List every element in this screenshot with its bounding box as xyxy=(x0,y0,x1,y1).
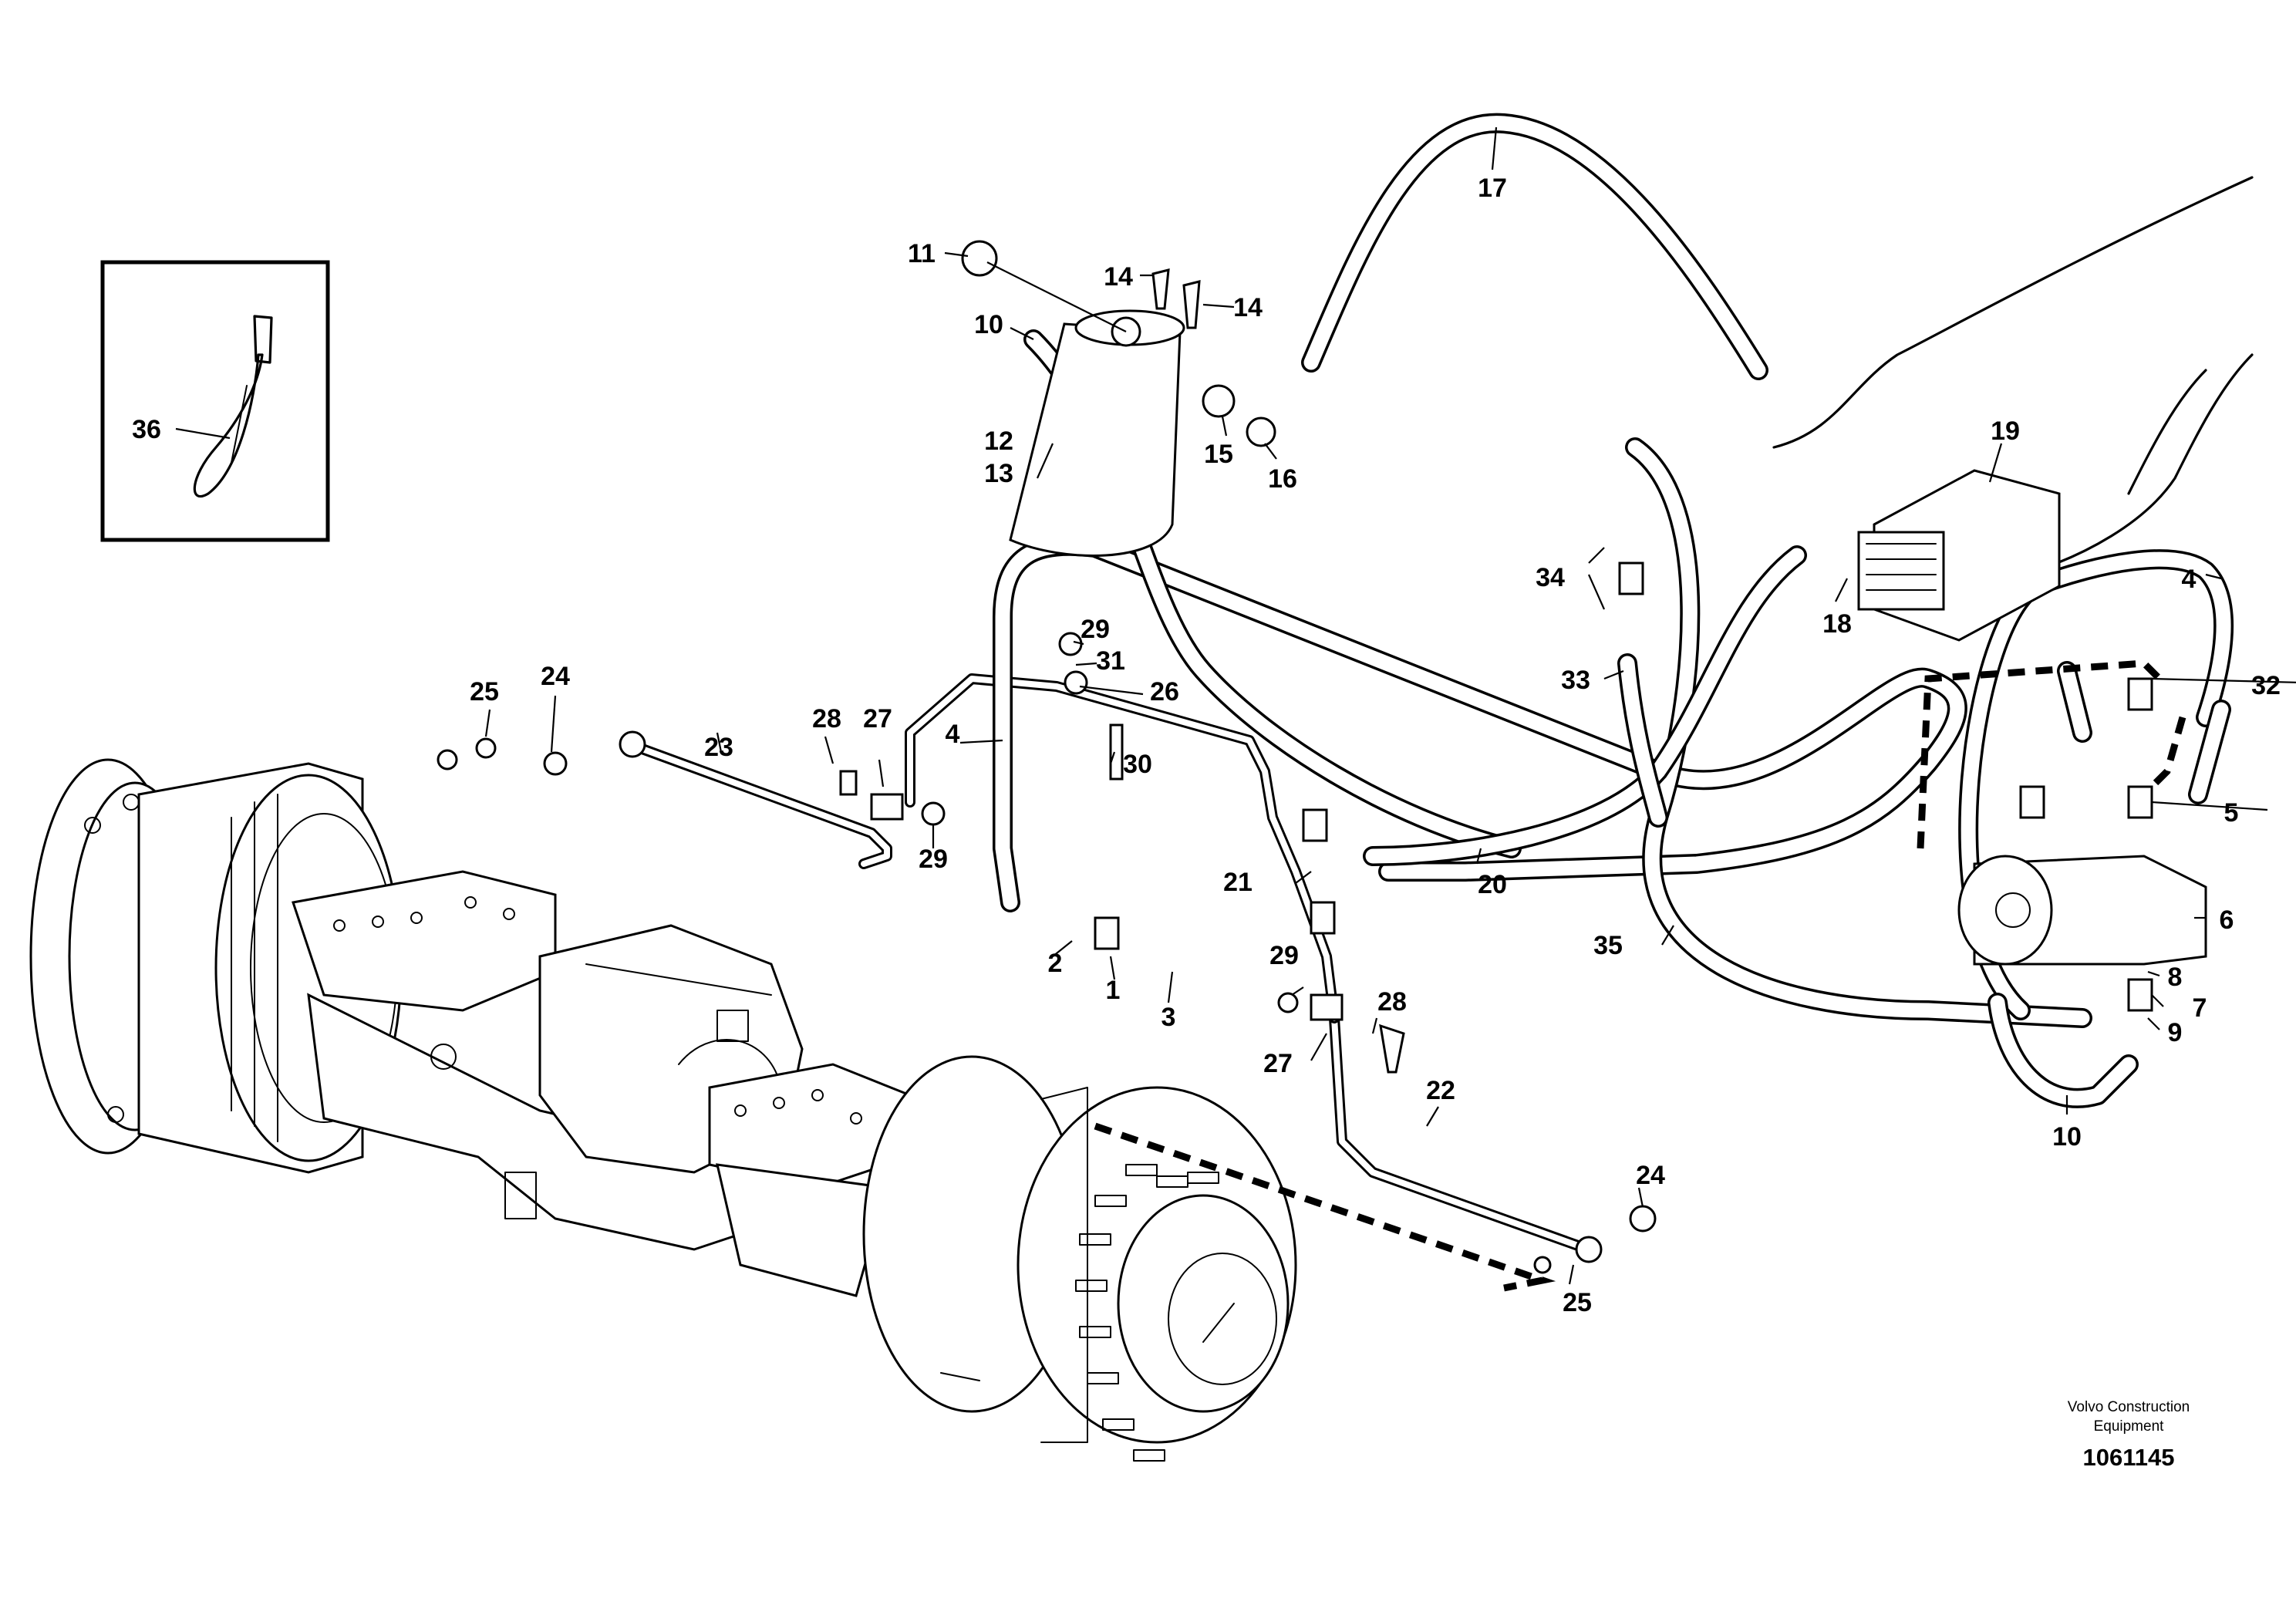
callout-34: 34 xyxy=(1536,563,1565,592)
callout-31: 31 xyxy=(1096,646,1125,676)
callout-21: 21 xyxy=(1223,868,1253,897)
callout-2: 2 xyxy=(1048,949,1063,978)
callout-3: 3 xyxy=(1161,1003,1176,1032)
callout-24b: 24 xyxy=(1636,1161,1665,1190)
callout-10b: 10 xyxy=(2052,1122,2082,1152)
callout-28b: 28 xyxy=(1377,987,1407,1017)
callout-12: 12 xyxy=(984,427,1013,456)
callout-26: 26 xyxy=(1150,677,1179,706)
callout-13: 13 xyxy=(984,459,1013,488)
callout-11: 11 xyxy=(908,239,936,268)
callout-labels: 11 14 14 10 12 13 15 16 17 19 18 34 33 4… xyxy=(132,174,2281,1317)
callout-22: 22 xyxy=(1426,1076,1455,1105)
callout-14a: 14 xyxy=(1104,262,1133,292)
callout-9: 9 xyxy=(2168,1018,2183,1047)
components xyxy=(437,240,2207,1274)
callout-29a: 29 xyxy=(1081,615,1110,644)
callout-28a: 28 xyxy=(812,704,841,733)
callout-19: 19 xyxy=(1991,416,2020,446)
callout-27b: 27 xyxy=(1263,1049,1293,1078)
leader-lines xyxy=(484,126,2296,1285)
drawing-number: 1061145 xyxy=(2083,1444,2175,1471)
callout-23: 23 xyxy=(704,733,733,762)
callout-33: 33 xyxy=(1561,666,1590,695)
callout-10a: 10 xyxy=(974,310,1003,339)
callout-24a: 24 xyxy=(541,662,570,691)
callout-15: 15 xyxy=(1204,440,1233,469)
callout-6: 6 xyxy=(2220,905,2234,935)
callout-29b: 29 xyxy=(919,845,948,874)
callout-35: 35 xyxy=(1593,931,1623,960)
company-name-line1: Volvo Construction xyxy=(2068,1399,2190,1415)
callout-29c: 29 xyxy=(1269,941,1299,970)
callout-7: 7 xyxy=(2193,993,2207,1023)
company-name-line2: Equipment xyxy=(2094,1418,2165,1435)
callout-5: 5 xyxy=(2224,798,2239,828)
callout-1: 1 xyxy=(1106,976,1121,1005)
callout-27a: 27 xyxy=(863,704,892,733)
callout-30: 30 xyxy=(1123,750,1152,779)
callout-8: 8 xyxy=(2168,963,2183,992)
callout-4a: 4 xyxy=(946,720,960,749)
callout-18: 18 xyxy=(1822,609,1852,639)
callout-25b: 25 xyxy=(1563,1288,1592,1317)
callout-20: 20 xyxy=(1478,870,1507,899)
callout-25a: 25 xyxy=(470,677,499,706)
callout-17: 17 xyxy=(1478,174,1507,203)
callout-32: 32 xyxy=(2251,671,2281,700)
callout-36: 36 xyxy=(132,415,161,444)
axle-assembly xyxy=(29,758,1297,1462)
callout-4b: 4 xyxy=(2182,565,2197,594)
callout-16: 16 xyxy=(1268,464,1297,494)
callout-14b: 14 xyxy=(1233,293,1263,322)
footer-block: Volvo Construction Equipment 1061145 xyxy=(2068,1399,2190,1471)
inset-cable-tie xyxy=(100,260,330,542)
